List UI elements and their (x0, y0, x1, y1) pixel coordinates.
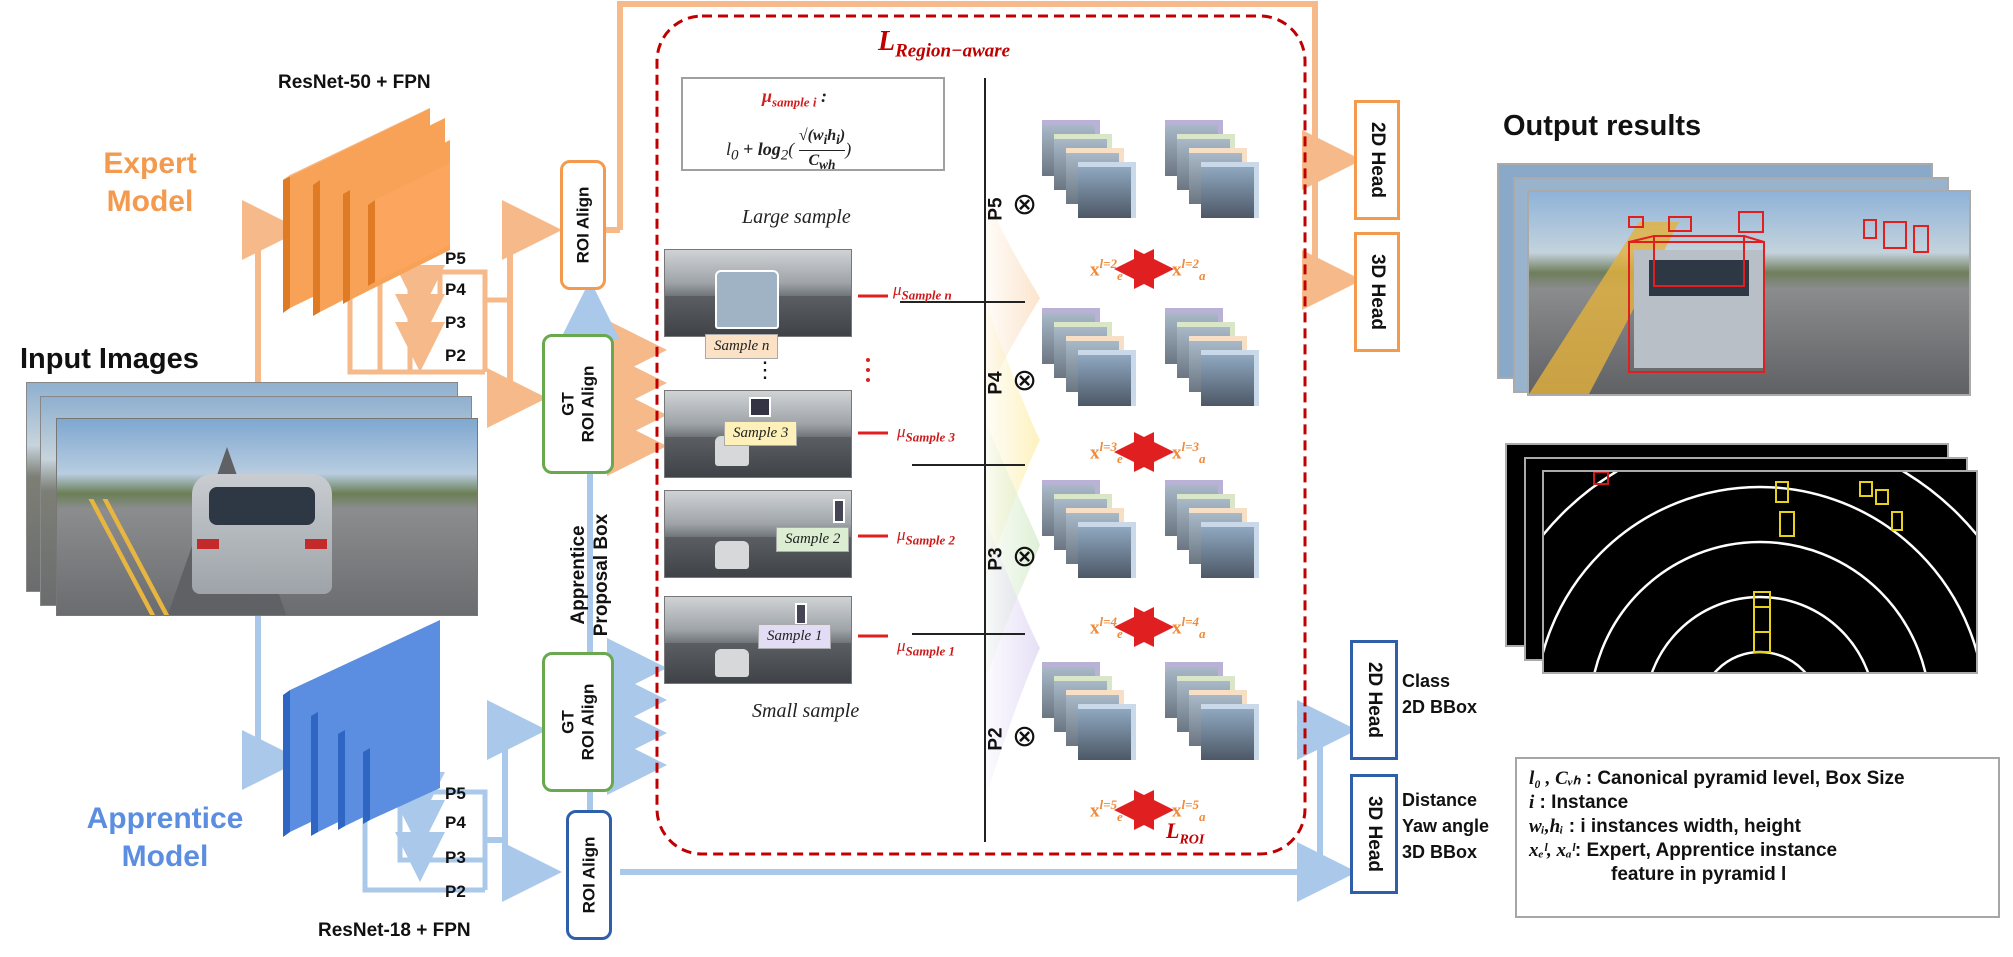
expert-3d-head: 3D Head (1354, 232, 1400, 352)
head-2d-outputs: Class 2D BBox (1402, 671, 1478, 717)
expert-backbone-blocks (283, 108, 450, 316)
expert-title-line2: Model (106, 185, 194, 218)
mu-sample-3: μSample 3 (897, 422, 956, 445)
apprentice-level-p4: P4 (445, 813, 466, 832)
apprentice-level-p2: P2 (445, 882, 466, 901)
large-sample-label: Large sample (742, 206, 851, 228)
apprentice-roi-align: ROI Align (566, 810, 612, 940)
expert-level-p3: P3 (445, 313, 466, 332)
sample-n-image (664, 249, 852, 337)
mu-sample-2: μSample 2 (897, 525, 956, 548)
head-3d-outputs: Distance Yaw angle 3D BBox (1402, 790, 1490, 862)
output-image-front (1527, 190, 1971, 396)
x-apprentice-p4: xl=3a (1172, 439, 1206, 467)
feature-map-layer (1078, 704, 1136, 760)
feature-stack-2-apprentice (1165, 308, 1285, 418)
feature-stack-3-expert (1042, 480, 1162, 590)
scale-formula: μsample i : l0 + log2( √(wihi) Cwh ) (690, 82, 938, 172)
feature-stack-1-apprentice (1165, 120, 1285, 230)
feature-stack-1-expert (1042, 120, 1162, 230)
feature-stack-4-expert (1042, 662, 1162, 772)
x-expert-p5: xl=2e (1090, 256, 1123, 284)
x-apprentice-p5: xl=2a (1172, 256, 1206, 284)
formula-expression: l0 + log2( √(wihi) Cwh ) (726, 127, 852, 173)
bev-image-front (1542, 470, 1978, 674)
legend-row-3: wᵢ,hᵢ : i instances width, height (1529, 816, 1801, 837)
notation-legend: l₀ , Cᵥₕ : Canonical pyramid level, Box … (1515, 757, 2000, 918)
x-expert-p2: xl=5e (1090, 797, 1123, 825)
apprentice-3d-head: 3D Head (1350, 774, 1398, 894)
apprentice-level-p3: P3 (445, 848, 466, 867)
expert-backbone-label: ResNet-50 + FPN (278, 72, 431, 93)
expert-level-p5: P5 (445, 249, 466, 268)
apprentice-level-p5: P5 (445, 784, 466, 803)
otimes-p2: ⊗ (1012, 720, 1038, 753)
feature-map-layer (1201, 350, 1259, 406)
sample-vdots: ⋮ (754, 357, 776, 382)
expert-2d-head: 2D Head (1354, 100, 1400, 220)
output-results-title: Output results (1503, 110, 1702, 142)
otimes-p4: ⊗ (1012, 364, 1038, 397)
formula-mu: μsample i : (762, 86, 827, 110)
sample-1-label: Sample 1 (758, 624, 832, 649)
legend-row-5: feature in pyramid l (1611, 864, 1787, 885)
expert-level-p2: P2 (445, 346, 466, 365)
feature-map-layer (1078, 162, 1136, 218)
x-apprentice-p3: xl=4a (1172, 614, 1206, 642)
input-image-front (56, 418, 478, 616)
feature-stack-3-apprentice (1165, 480, 1285, 590)
feature-map-layer (1078, 350, 1136, 406)
legend-row-4: xₑˡ, xₐˡ: Expert, Apprentice instance (1529, 840, 1838, 861)
mu-sample-1: μSample 1 (897, 636, 956, 659)
x-apprentice-p2: xl=5a (1172, 797, 1206, 825)
feature-stack-4-apprentice (1165, 662, 1285, 772)
sample-2-label: Sample 2 (776, 527, 850, 552)
apprentice-backbone-blocks (283, 620, 440, 837)
feature-stack-2-expert (1042, 308, 1162, 418)
apprentice-title-line1: Apprentice (86, 802, 244, 835)
feature-map-layer (1078, 522, 1136, 578)
feature-map-layer (1201, 704, 1259, 760)
small-sample-label: Small sample (752, 700, 860, 722)
apprentice-2d-head: 2D Head (1350, 640, 1398, 760)
otimes-p3: ⊗ (1012, 540, 1038, 573)
x-expert-p4: xl=3e (1090, 439, 1123, 467)
region-aware-loss-label: LRegion−aware (878, 26, 1011, 62)
x-expert-p3: xl=4e (1090, 614, 1123, 642)
sample-n-label: Sample n (705, 334, 779, 359)
feature-map-layer (1201, 522, 1259, 578)
expert-model-title: Expert Model (90, 145, 210, 221)
mu-sample-n: μSample n (893, 280, 952, 303)
expert-roi-align: ROI Align (560, 160, 606, 290)
apprentice-title-line2: Model (121, 840, 209, 873)
roi-loss-label: LROI (1166, 818, 1205, 848)
legend-row-1: l₀ , Cᵥₕ : Canonical pyramid level, Box … (1529, 768, 1905, 789)
legend-row-2: i : Instance (1529, 792, 1629, 813)
input-images-title: Input Images (20, 343, 199, 375)
apprentice-model-title: Apprentice Model (75, 800, 255, 876)
otimes-p5: ⊗ (1012, 188, 1038, 221)
sample-3-label: Sample 3 (724, 421, 798, 446)
expert-level-p4: P4 (445, 280, 466, 299)
apprentice-backbone-label: ResNet-18 + FPN (318, 920, 471, 941)
feature-map-layer (1201, 162, 1259, 218)
expert-title-line1: Expert (103, 147, 197, 180)
